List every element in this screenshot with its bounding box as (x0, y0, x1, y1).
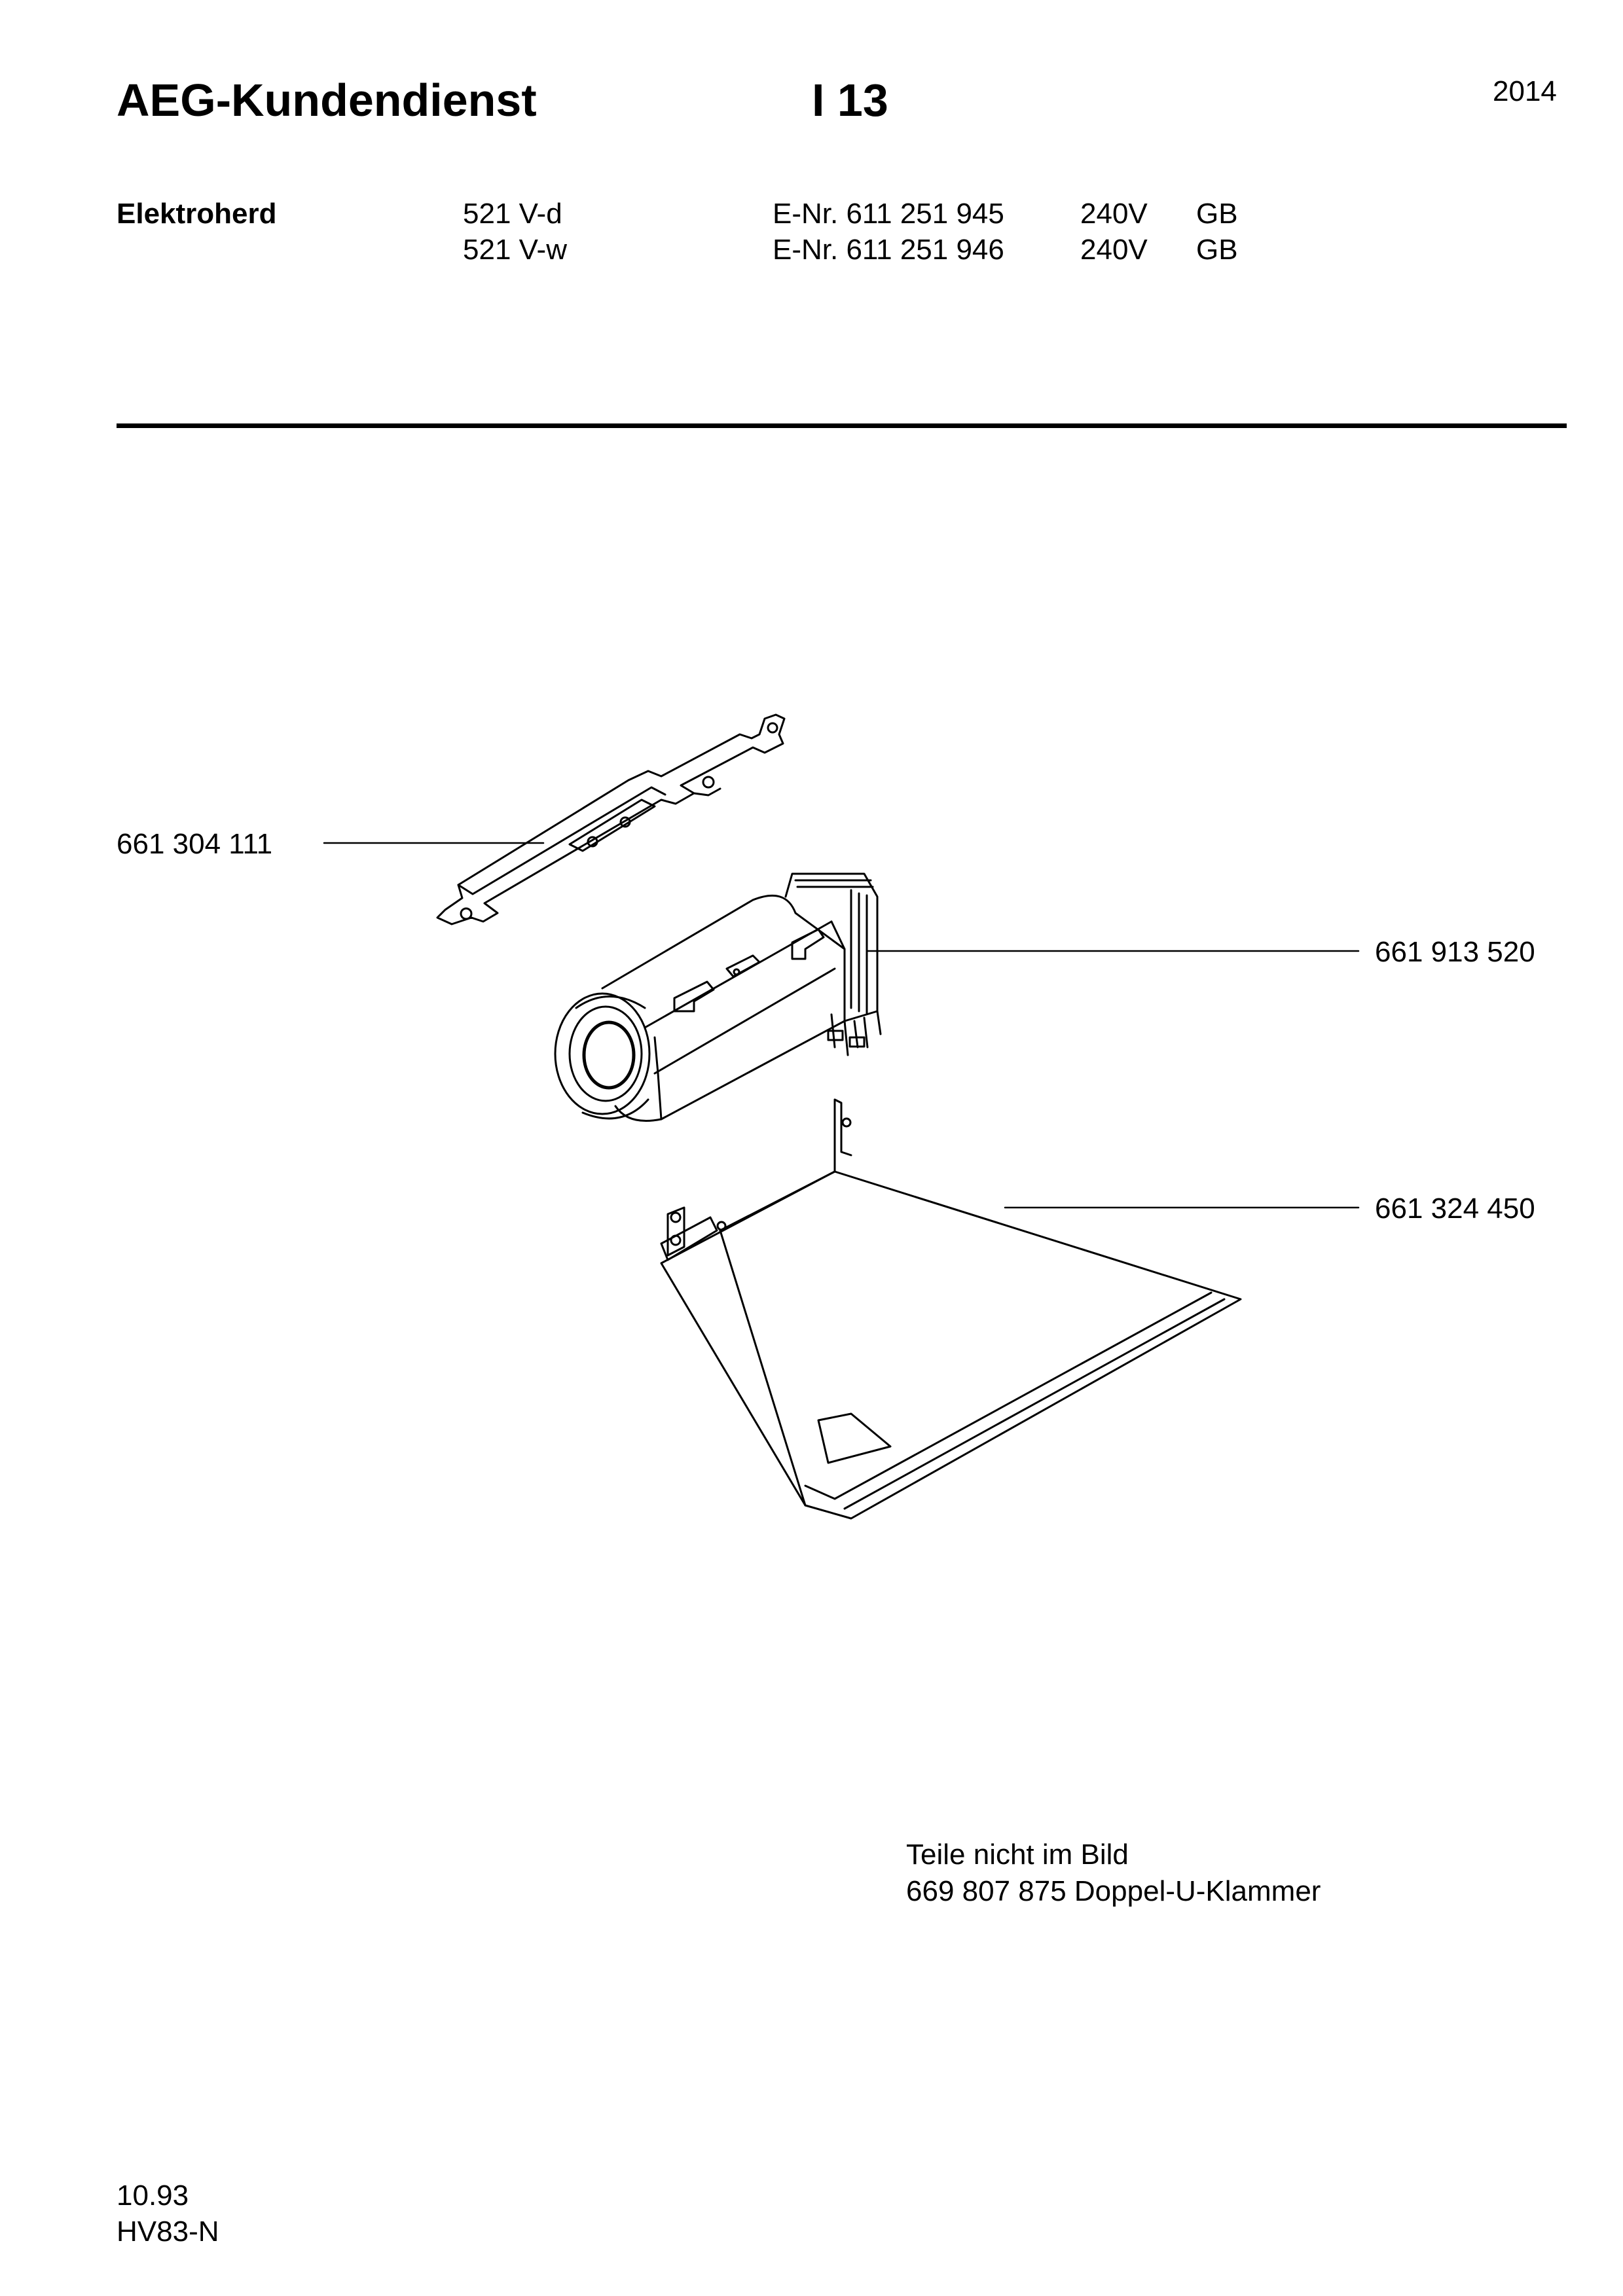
footer-date: 10.93 (117, 2179, 189, 2212)
section-code: I 13 (812, 75, 888, 126)
bracket-part (436, 713, 786, 925)
header-divider (117, 423, 1567, 428)
not-shown-heading: Teile nicht im Bild (906, 1839, 1129, 1871)
part-number-fan-motor: 661 913 520 (1375, 936, 1535, 968)
part-number-bracket: 661 304 111 (117, 828, 273, 860)
brand-title: AEG-Kundendienst (117, 75, 537, 126)
model-country: GB (1196, 198, 1238, 230)
model-name: 521 V-w (463, 234, 567, 266)
not-shown-item: 669 807 875 Doppel-U-Klammer (906, 1875, 1321, 1907)
page-number: 2014 (1493, 75, 1557, 107)
model-enr: E-Nr. 611 251 945 (773, 198, 1004, 230)
hood-cover-part (660, 1098, 1242, 1520)
model-voltage: 240V (1080, 234, 1148, 266)
fan-motor-part (554, 872, 882, 1122)
model-name: 521 V-d (463, 198, 562, 230)
part-number-hood-cover: 661 324 450 (1375, 1193, 1535, 1225)
appliance-type: Elektroherd (117, 198, 277, 230)
model-enr: E-Nr. 611 251 946 (773, 234, 1004, 266)
model-voltage: 240V (1080, 198, 1148, 230)
model-country: GB (1196, 234, 1238, 266)
footer-code: HV83-N (117, 2215, 219, 2248)
